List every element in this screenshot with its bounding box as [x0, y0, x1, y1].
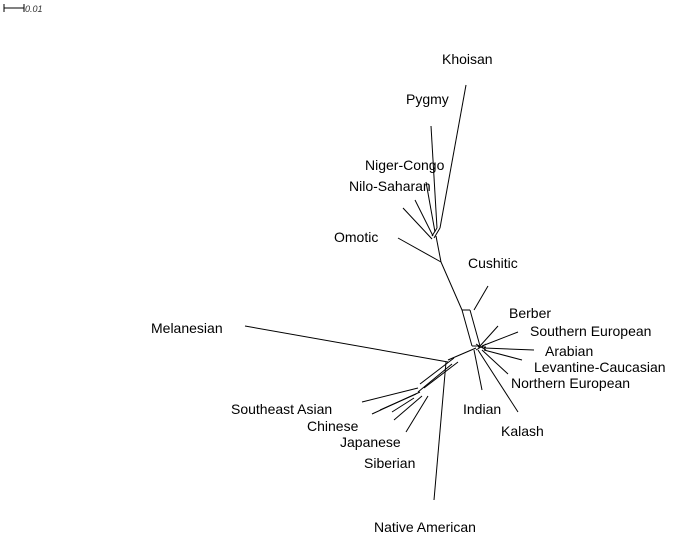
label-kalash: Kalash	[501, 423, 544, 439]
edge-berber	[479, 325, 499, 347]
scale-bar: 0.01	[3, 4, 43, 14]
label-southeast-asian: Southeast Asian	[231, 401, 332, 417]
edge-asian-c	[417, 363, 453, 393]
edge-khoisan	[439, 84, 467, 229]
edge-japanese	[393, 395, 423, 421]
label-niger-congo: Niger-Congo	[365, 157, 445, 173]
edge-indian	[473, 349, 483, 391]
label-siberian: Siberian	[364, 455, 415, 471]
edge-melanesian	[244, 325, 449, 363]
edge-levantine-caucasian	[483, 349, 523, 361]
label-southern-european: Southern European	[530, 323, 651, 339]
edge-southern-european	[481, 331, 519, 347]
label-pygmy: Pygmy	[406, 91, 449, 107]
edge-box-right	[469, 309, 481, 347]
label-cushitic: Cushitic	[468, 255, 518, 271]
edge-arabian	[483, 347, 535, 351]
label-indian: Indian	[463, 401, 501, 417]
label-levantine-caucasian: Levantine-Caucasian	[534, 359, 666, 375]
edge-african-stem	[435, 235, 442, 263]
label-japanese: Japanese	[340, 434, 401, 450]
edge-northern-european	[481, 349, 509, 375]
edge-trunk-lower	[440, 261, 463, 311]
label-berber: Berber	[509, 305, 551, 321]
edge-african-parallel-a	[433, 227, 441, 239]
label-northern-european: Northern European	[511, 375, 630, 391]
label-khoisan: Khoisan	[442, 51, 493, 67]
edge-siberian	[405, 395, 429, 433]
network-edges	[244, 84, 535, 501]
edge-nilo-saharan	[414, 199, 434, 237]
label-chinese: Chinese	[307, 418, 359, 434]
edge-asian-link	[391, 397, 415, 413]
edge-asian-a	[419, 357, 455, 385]
edge-niger-congo	[425, 181, 436, 233]
label-omotic: Omotic	[334, 229, 378, 245]
edge-cushitic	[473, 285, 489, 311]
edge-trunk-east	[447, 347, 477, 361]
edge-chinese-b	[379, 393, 417, 411]
edge-kalash	[477, 349, 519, 413]
edge-box-left	[461, 309, 473, 347]
label-native-american: Native American	[374, 519, 476, 535]
edge-omotic	[397, 237, 442, 263]
edge-native-american	[433, 361, 447, 501]
label-arabian: Arabian	[545, 343, 593, 359]
label-nilo-saharan: Nilo-Saharan	[349, 178, 431, 194]
edge-southeast-asian	[361, 387, 419, 403]
edge-nilo-inner	[402, 207, 433, 240]
edge-asian-b	[423, 361, 459, 389]
edge-pygmy	[430, 125, 438, 229]
scale-bar-label: 0.01	[25, 4, 43, 14]
taxon-labels: Khoisan Pygmy Niger-Congo Nilo-Saharan O…	[151, 51, 666, 535]
label-melanesian: Melanesian	[151, 320, 223, 336]
